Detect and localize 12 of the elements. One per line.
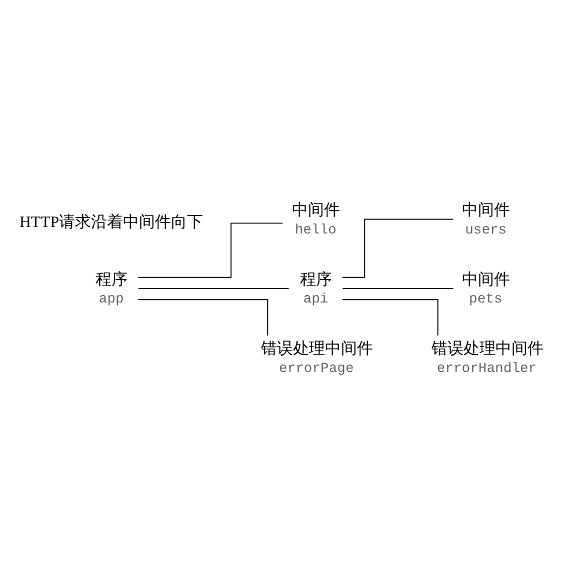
label: HTTP请求沿着中间件向下 bbox=[19, 213, 204, 230]
node-text: 错误处理中间件 errorPage bbox=[261, 340, 374, 376]
node-text: 程序 app bbox=[95, 270, 128, 308]
connector bbox=[138, 222, 284, 278]
node-text: 中间件 pets bbox=[462, 270, 510, 308]
connector bbox=[342, 218, 454, 278]
connector bbox=[138, 298, 268, 336]
node-text: 中间件 users bbox=[462, 202, 510, 238]
node-text: 错误处理中间件 errorHandler bbox=[431, 340, 544, 376]
node-text: 中间件 hello bbox=[292, 202, 340, 238]
connector bbox=[342, 298, 438, 336]
node-text: 程序 api bbox=[300, 270, 332, 308]
